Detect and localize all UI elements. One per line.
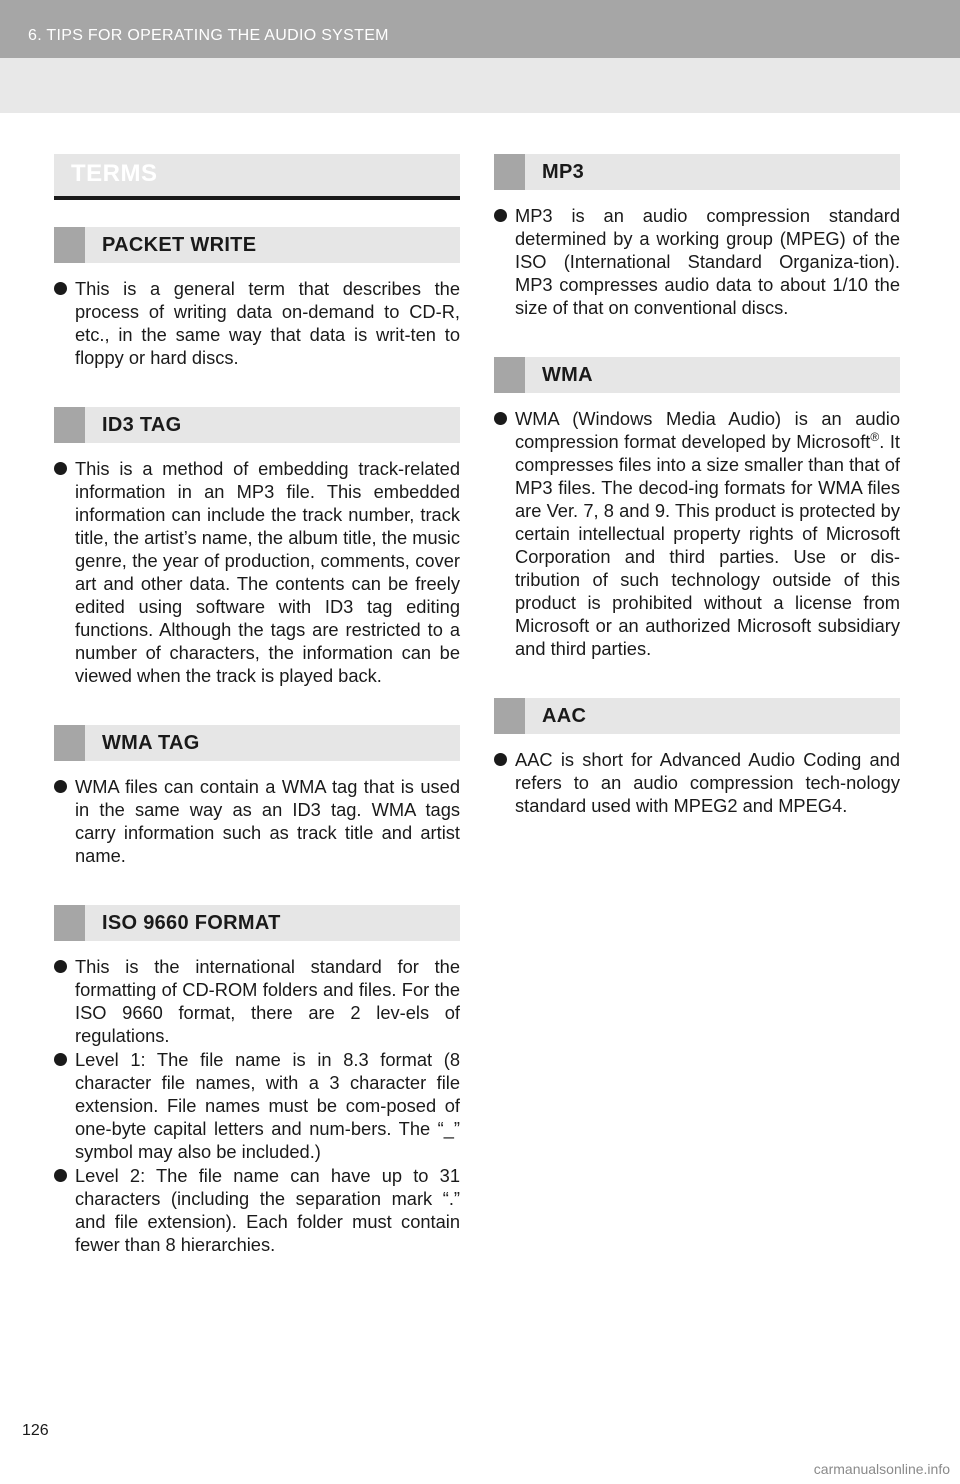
right-column: MP3 MP3 is an audio compression standard…: [494, 154, 900, 818]
section-tab: [54, 227, 85, 263]
section-title: WMA: [542, 364, 593, 386]
section-iso-9660: ISO 9660 FORMAT: [54, 905, 460, 941]
footer-watermark: carmanualsonline.info: [813, 1461, 950, 1477]
section-tab: [54, 905, 85, 941]
section-wma: WMA: [494, 357, 900, 393]
bullet-item: This is the international standard for t…: [54, 955, 460, 1047]
bullet-icon: [494, 753, 507, 766]
bullet-item: AAC is short for Advanced Audio Coding a…: [494, 748, 900, 817]
bullet-icon: [54, 462, 67, 475]
bullet-item: This is a general term that describes th…: [54, 277, 460, 369]
section-packet-write: PACKET WRITE: [54, 227, 460, 263]
bullet-icon: [54, 282, 67, 295]
section-tab: [54, 725, 85, 761]
bullet-item: MP3 is an audio compression standard det…: [494, 204, 900, 319]
bullet-icon: [54, 1169, 67, 1182]
section-aac: AAC: [494, 698, 900, 734]
bullet-item: Level 2: The file name can have up to 31…: [54, 1164, 460, 1256]
section-title: ISO 9660 FORMAT: [102, 912, 281, 934]
terms-heading: TERMS: [54, 154, 460, 200]
left-column: TERMS PACKET WRITE This is a general ter…: [54, 154, 460, 1257]
bullet-list: This is a general term that describes th…: [54, 277, 460, 369]
registered-mark: ®: [870, 429, 880, 444]
header-bar: 6. TIPS FOR OPERATING THE AUDIO SYSTEM: [0, 0, 960, 58]
bullet-list: This is the international standard for t…: [54, 955, 460, 1256]
section-tab: [54, 407, 85, 443]
section-id3-tag: ID3 TAG: [54, 407, 460, 443]
section-title: WMA TAG: [102, 732, 200, 754]
section-title: AAC: [542, 705, 587, 727]
section-tab: [494, 698, 525, 734]
section-title: ID3 TAG: [102, 414, 182, 436]
section-tab: [494, 357, 525, 393]
bullet-item: This is a method of embedding track-rela…: [54, 457, 460, 687]
terms-heading-label: TERMS: [71, 160, 158, 187]
bullet-icon: [494, 209, 507, 222]
bullet-list: MP3 is an audio compression standard det…: [494, 204, 900, 319]
bullet-icon: [54, 780, 67, 793]
section-title: MP3: [542, 161, 585, 183]
bullet-item: Level 1: The file name is in 8.3 format …: [54, 1048, 460, 1163]
bullet-list: WMA files can contain a WMA tag that is …: [54, 775, 460, 867]
section-title: PACKET WRITE: [102, 234, 257, 256]
bullet-list: WMA (Windows Media Audio) is an audio co…: [494, 407, 900, 660]
bullet-list: AAC is short for Advanced Audio Coding a…: [494, 748, 900, 817]
bullet-item: WMA files can contain a WMA tag that is …: [54, 775, 460, 867]
page-number: 126: [22, 1422, 49, 1439]
bullet-icon: [54, 960, 67, 973]
bullet-icon: [494, 412, 507, 425]
section-mp3: MP3: [494, 154, 900, 190]
section-wma-tag: WMA TAG: [54, 725, 460, 761]
bullet-list: This is a method of embedding track-rela…: [54, 457, 460, 687]
chapter-title: 6. TIPS FOR OPERATING THE AUDIO SYSTEM: [28, 27, 389, 44]
section-tab: [494, 154, 525, 190]
bullet-item: WMA (Windows Media Audio) is an audio co…: [494, 407, 900, 660]
bullet-icon: [54, 1053, 67, 1066]
